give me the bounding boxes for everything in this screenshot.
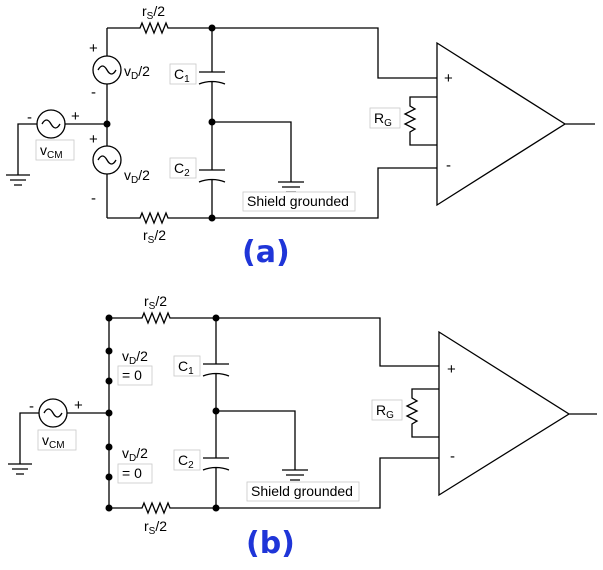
junction-dot [208, 24, 216, 32]
vd-top-label-a: vD/2 [124, 63, 150, 82]
panel-a: rS/2 rS/2 vD/2 vD/2 + - + - - + vCM C1 C… [6, 3, 595, 270]
opamp-a [436, 41, 595, 207]
junction-dot [208, 214, 216, 222]
junction-dot [105, 314, 113, 322]
capacitor-column-b [202, 318, 230, 508]
vcm-source-b [38, 398, 68, 428]
caption-a: (a) [242, 235, 290, 270]
opamp-minus-a: - [446, 157, 451, 174]
rs-top-label-a: rS/2 [142, 3, 165, 22]
rg-label-a: RG [374, 110, 392, 129]
junction-dot [105, 377, 113, 385]
vcm-label-box-a [35, 139, 75, 161]
rg-label-box-a [369, 107, 401, 129]
vcm-minus-b: - [29, 398, 34, 415]
shield-label-a: Shield grounded [247, 193, 349, 209]
bottom-wire-b [109, 457, 439, 515]
vcm-plus-a: + [71, 108, 80, 125]
vd-top-label-b: vD/2 [122, 348, 148, 367]
vcm-label-box-b [37, 429, 77, 451]
vd-top-source-a [92, 55, 122, 85]
rg-label-b: RG [376, 402, 394, 421]
shield-ground-a [212, 121, 304, 193]
ground-symbol-a [6, 123, 37, 186]
vcm-label-a: vCM [40, 142, 63, 161]
junction-dot [212, 504, 220, 512]
junction-dot [208, 118, 216, 126]
rg-resistor-b [405, 388, 439, 438]
vcm-plus-b: + [74, 397, 83, 414]
caption-b: (b) [246, 526, 295, 561]
vd-bottom-zero-b: = 0 [122, 465, 142, 481]
rg-resistor-a [403, 96, 437, 146]
c1-label-b: C1 [178, 358, 194, 377]
vcm-label-b: vCM [42, 432, 65, 451]
top-wire-b [109, 311, 439, 367]
junction-dot [212, 407, 220, 415]
vd-top-plus-a: + [89, 40, 98, 57]
junction-dot [105, 347, 113, 355]
c1-label-a: C1 [174, 66, 190, 85]
opamp-plus-a: + [444, 70, 453, 87]
shield-ground-b [216, 410, 308, 481]
c1-label-box-b [173, 355, 201, 377]
junction-dot [105, 473, 113, 481]
ground-symbol-b [8, 412, 39, 475]
top-wire-a [107, 21, 437, 79]
rs-top-label-b: rS/2 [144, 293, 167, 312]
vd-bottom-plus-a: + [89, 131, 98, 148]
vcm-minus-a: - [27, 109, 32, 126]
rs-bottom-label-b: rS/2 [144, 518, 167, 537]
opamp-b [438, 330, 597, 497]
junction-dot [212, 314, 220, 322]
shield-label-box-a [242, 191, 356, 212]
c2-label-box-a [169, 157, 197, 179]
junction-dot [103, 120, 111, 128]
vd-bottom-minus-a: - [91, 190, 96, 207]
c2-label-box-b [173, 449, 201, 471]
vd-bottom-label-a: vD/2 [124, 167, 150, 186]
shield-label-b: Shield grounded [251, 483, 353, 499]
panel-b: rS/2 rS/2 vD/2 = 0 vD/2 = 0 - + vCM C1 C… [8, 293, 597, 561]
junction-dot [105, 409, 113, 417]
c2-label-a: C2 [174, 160, 190, 179]
rs-bottom-label-a: rS/2 [143, 227, 166, 246]
c1-label-box-a [169, 63, 197, 85]
opamp-minus-b: - [450, 448, 455, 465]
vd-bottom-zero-box-b [117, 463, 153, 484]
vcm-source-a [36, 109, 66, 139]
vd-top-minus-a: - [91, 84, 96, 101]
vd-bottom-label-b: vD/2 [122, 445, 148, 464]
opamp-plus-b: + [447, 361, 456, 378]
vd-top-zero-box-b [117, 365, 153, 386]
vd-top-zero-b: = 0 [122, 367, 142, 383]
rg-label-box-b [371, 399, 403, 421]
c2-label-b: C2 [178, 452, 194, 471]
junction-dot [105, 504, 113, 512]
vd-bottom-source-a [92, 145, 122, 175]
shield-label-box-b [246, 481, 360, 502]
junction-dot [105, 443, 113, 451]
capacitor-column-a [198, 28, 226, 218]
bottom-wire-a [107, 167, 437, 225]
